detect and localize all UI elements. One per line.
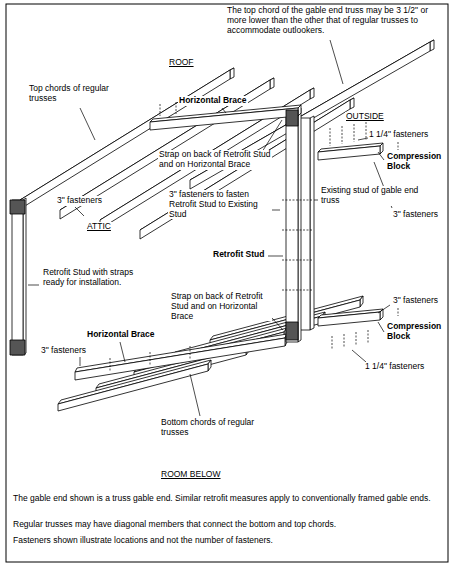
fastener-mark — [282, 290, 312, 291]
retrofit-stud — [23, 198, 26, 355]
compression-block — [318, 312, 380, 326]
top-chord — [230, 68, 234, 79]
region-label: ROOF — [168, 58, 195, 68]
strap — [10, 200, 25, 214]
leader-line — [272, 318, 283, 330]
part-label: Compression Block — [386, 152, 443, 172]
part-label: Retrofit Stud — [212, 250, 265, 260]
fastener-label: 3" fasteners — [40, 346, 87, 356]
part-label: Strap on back of Retrofit Stud and on Ho… — [170, 292, 272, 321]
bottom-chord — [360, 296, 363, 307]
compression-block — [380, 143, 383, 154]
top-chord — [350, 98, 354, 109]
part-label: Strap on back of Retrofit Stud and on Ho… — [158, 150, 272, 170]
leader-line — [190, 374, 200, 416]
leader-line — [80, 357, 81, 366]
fastener-mark — [398, 308, 399, 316]
part-label: Top chords of regular trusses — [28, 84, 110, 104]
retrofit-stud — [286, 110, 298, 342]
top-chord — [100, 90, 310, 229]
figure-frame — [6, 4, 448, 562]
part-label: Retrofit Stud with straps ready for inst… — [42, 268, 139, 288]
part-label: Bottom chords of regular trusses — [160, 418, 272, 438]
fastener-mark — [330, 128, 331, 146]
part-label: Horizontal Brace — [178, 96, 248, 106]
compression-block — [318, 146, 380, 160]
leader-line — [28, 285, 39, 286]
fastener-mark — [176, 102, 177, 114]
leader-line — [378, 305, 390, 313]
strap — [286, 322, 298, 340]
top-chord — [20, 70, 230, 209]
fastener-label: 1 1/4" fasteners — [368, 130, 429, 140]
fastener-mark — [342, 126, 343, 144]
fastener-mark — [398, 142, 399, 150]
existing-stud — [310, 116, 314, 330]
fastener-mark — [150, 352, 151, 366]
horizontal-brace — [75, 338, 285, 380]
fastener-mark — [190, 346, 191, 360]
horizontal-brace — [150, 108, 298, 130]
fastener-label: 3" fasteners to fasten Retrofit Stud to … — [168, 190, 270, 219]
top-chord — [140, 100, 350, 239]
leader-line — [358, 138, 368, 140]
fastener-label: 1 1/4" fasteners — [364, 362, 425, 372]
leader-line — [222, 108, 226, 113]
fastener-label: 3" fasteners — [56, 196, 103, 206]
region-label: OUTSIDE — [345, 112, 385, 122]
bottom-chord — [208, 360, 211, 371]
region-label: ROOM BELOW — [160, 470, 222, 480]
fastener-mark — [354, 124, 355, 142]
leader-line — [378, 322, 384, 332]
fastener-mark — [366, 122, 367, 140]
leader-line — [352, 350, 366, 362]
fastener-mark — [344, 334, 345, 348]
retrofit-stud — [12, 200, 23, 355]
fastener-mark — [110, 358, 111, 372]
leader-line — [314, 200, 318, 201]
fastener-mark — [160, 104, 161, 116]
top-chord — [270, 78, 274, 89]
leader-line — [120, 342, 125, 362]
note-text: The gable end shown is a truss gable end… — [12, 494, 442, 504]
fastener-mark — [282, 200, 312, 201]
leader-line — [268, 256, 283, 257]
fastener-mark — [282, 260, 312, 261]
part-label: Existing stud of gable end truss — [320, 186, 432, 206]
strap — [10, 340, 25, 355]
fastener-label: 3" fasteners — [392, 210, 439, 220]
part-label: Horizontal Brace — [86, 330, 156, 340]
fastener-label: 3" fasteners — [392, 296, 439, 306]
note-text: The top chord of the gable end truss may… — [226, 6, 446, 35]
existing-stud — [300, 118, 310, 330]
fastener-mark — [332, 336, 333, 350]
region-label: ATTIC — [86, 222, 112, 232]
fastener-mark — [356, 332, 357, 346]
retrofit-stud — [298, 108, 301, 342]
note-text: Regular trusses may have diagonal member… — [12, 520, 442, 530]
leader-line — [330, 40, 343, 84]
leader-line — [272, 210, 280, 211]
fastener-mark — [282, 230, 312, 231]
part-label: Compression Block — [386, 322, 443, 342]
leader-line — [75, 207, 84, 216]
top-chord — [310, 88, 314, 99]
leader-line — [80, 108, 95, 140]
horizontal-brace — [298, 105, 301, 116]
strap — [286, 110, 298, 126]
gable-top-chord — [430, 40, 434, 51]
leader-line — [378, 152, 384, 160]
note-text: Fasteners shown illustrate locations and… — [12, 536, 442, 546]
fastener-mark — [368, 330, 369, 344]
